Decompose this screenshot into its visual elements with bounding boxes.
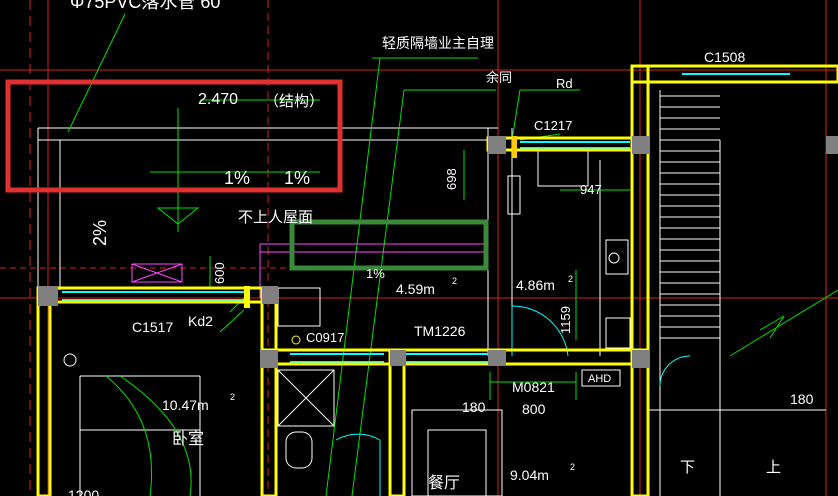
fixture-marks bbox=[63, 252, 620, 367]
c1217-label: C1217 bbox=[534, 118, 572, 133]
stair-treads bbox=[660, 95, 720, 339]
dim-1159: 1159 bbox=[558, 306, 573, 334]
door-swings bbox=[335, 305, 691, 496]
elevation-value: 2.470 bbox=[198, 91, 238, 108]
sup2-b: 2 bbox=[568, 274, 573, 284]
area-904: 9.04m bbox=[510, 467, 549, 483]
dim-1200: 1200 bbox=[68, 487, 99, 496]
dim-698: 698 bbox=[444, 168, 459, 190]
dim-180b: 180 bbox=[790, 391, 814, 407]
pipe-lines bbox=[131, 243, 488, 298]
c1508-label: C1508 bbox=[704, 49, 745, 65]
sup2-d: 2 bbox=[570, 462, 575, 472]
dim-947: 947 bbox=[580, 182, 602, 197]
no-roof-note: 不上人屋面 bbox=[238, 209, 313, 226]
c1517-label: C1517 bbox=[132, 319, 173, 335]
area-459: 4.59m bbox=[396, 281, 435, 297]
dim-600: 600 bbox=[212, 262, 227, 284]
bedroom-label: 卧室 bbox=[172, 430, 204, 448]
area-1047: 10.47m bbox=[162, 397, 209, 413]
kd2-label: Kd2 bbox=[188, 313, 213, 329]
m0821-label: M0821 bbox=[512, 379, 555, 395]
rd-label: Rd bbox=[556, 76, 573, 91]
tm1226-label: TM1226 bbox=[414, 323, 466, 339]
remaining-note: 余同 bbox=[486, 70, 512, 85]
dim-800: 800 bbox=[522, 401, 546, 417]
sup2-c: 2 bbox=[230, 392, 235, 402]
stair-up-label: 上 bbox=[766, 459, 781, 476]
ahd-box bbox=[581, 369, 621, 387]
partition-note: 轻质隔墙业主自理 bbox=[382, 35, 494, 51]
kd2-marker bbox=[244, 286, 250, 308]
dim-180a: 180 bbox=[462, 399, 486, 415]
sup2-a: 2 bbox=[452, 276, 457, 286]
dining-label: 餐厅 bbox=[428, 474, 460, 492]
annotation-lines bbox=[67, 13, 838, 496]
red-highlight-box bbox=[5, 79, 343, 193]
area-486: 4.86m bbox=[516, 277, 555, 293]
slope-c: 1% bbox=[366, 266, 385, 281]
columns bbox=[38, 136, 838, 368]
green-highlight-box bbox=[289, 219, 489, 271]
elevation-note: （结构） bbox=[264, 93, 324, 110]
slope-2: 2% bbox=[90, 220, 110, 246]
detail-lines bbox=[37, 90, 826, 496]
c0917-label: C0917 bbox=[306, 330, 344, 345]
pipe-note: Φ75PVC落水管 60 bbox=[70, 0, 220, 12]
stair-down-label: 下 bbox=[680, 459, 695, 476]
rd-marker bbox=[512, 136, 517, 158]
slope-a: 1% bbox=[224, 168, 250, 188]
ahd-label: AHD bbox=[588, 373, 611, 385]
slope-b: 1% bbox=[284, 168, 310, 188]
